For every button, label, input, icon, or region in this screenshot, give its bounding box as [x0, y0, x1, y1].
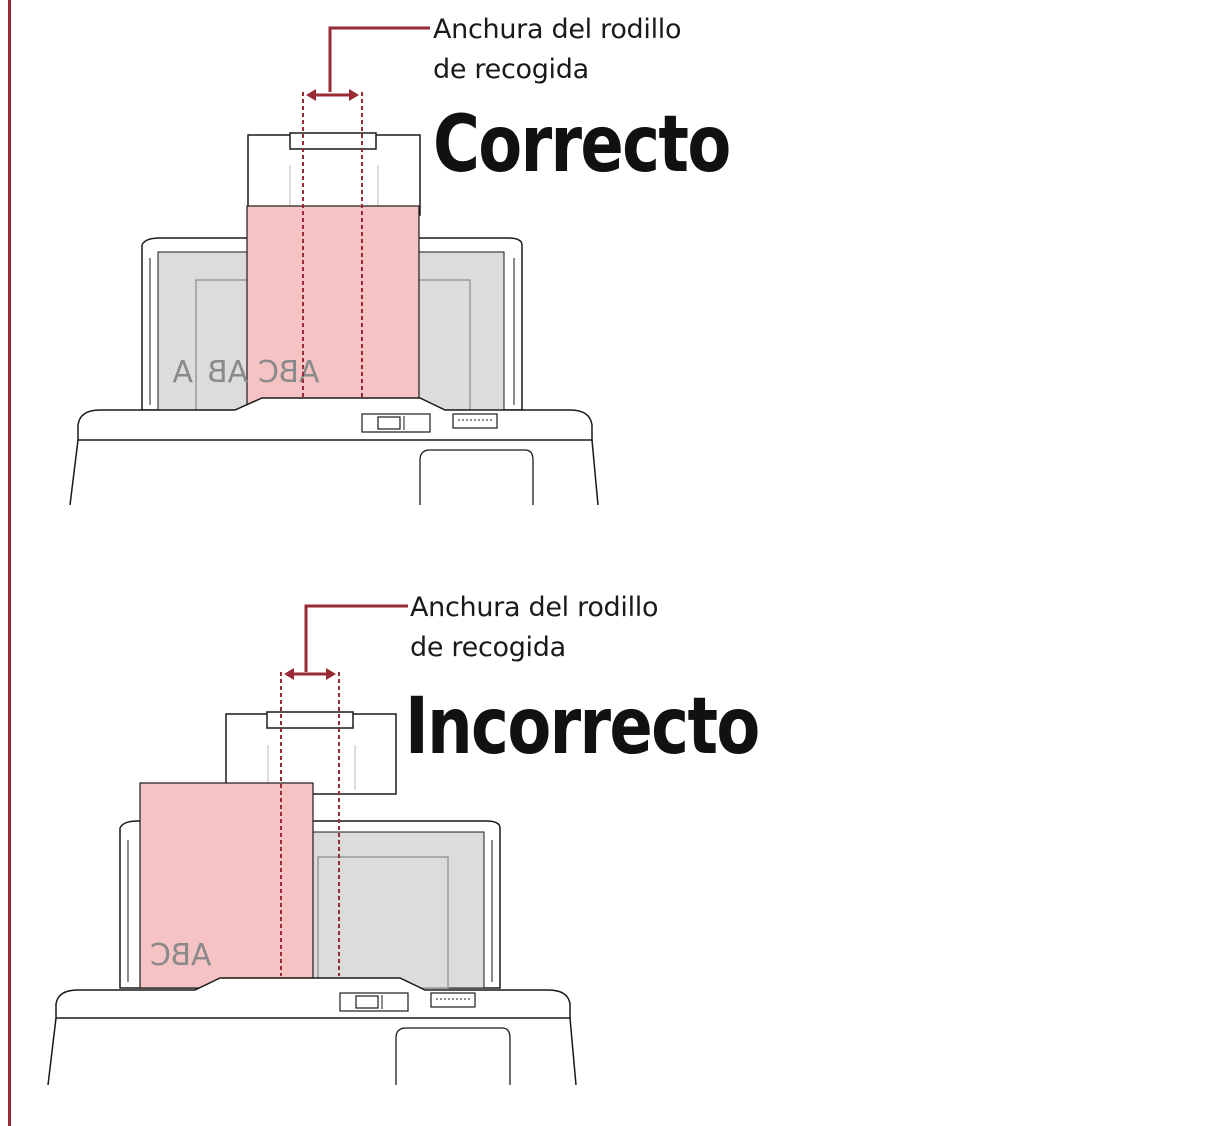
arrow-left-icon [306, 89, 316, 101]
sheet-mark-2: AB [207, 355, 248, 390]
document-sheet [246, 205, 420, 411]
status-incorrect: Incorrecto [405, 682, 760, 772]
arrow-right-icon [349, 89, 359, 101]
document-stack [311, 831, 485, 989]
roller-leader-line [304, 604, 408, 672]
scanner-grip [430, 992, 476, 1008]
scanner-grip [452, 413, 498, 429]
roller-width-label-line2: de recogida [410, 632, 566, 663]
arrow-right-icon [326, 668, 336, 680]
incorrect-scanner-illustration: ABC [47, 604, 577, 1086]
roller-width-label-line1: Anchura del rodillo [410, 592, 659, 623]
incorrect-panel: ABC Anchura del rodillo de recogida Inco… [0, 580, 1216, 1100]
tray-tab [266, 711, 354, 729]
sheet-mark-1: A [172, 355, 193, 390]
arrow-left-icon [284, 668, 294, 680]
document-sheet [139, 782, 314, 989]
tray-tab [289, 132, 377, 150]
sheet-mark-3: ABC [258, 355, 320, 390]
roller-width-label-line2: de recogida [433, 54, 589, 85]
left-margin-rule [8, 0, 11, 1126]
status-correct: Correcto [433, 100, 731, 190]
sheet-mark-1: ABC [150, 938, 212, 973]
roller-width-label-line1: Anchura del rodillo [433, 14, 682, 45]
scanner-top [77, 397, 593, 441]
correct-panel: A AB ABC Anchura del rodillo de re [0, 0, 1216, 520]
scanner-top [55, 977, 571, 1019]
roller-leader-line [328, 26, 430, 92]
scanner-output-slot [395, 1027, 511, 1085]
correct-scanner-illustration: A AB ABC [69, 26, 599, 506]
scanner-output-slot [419, 449, 534, 505]
